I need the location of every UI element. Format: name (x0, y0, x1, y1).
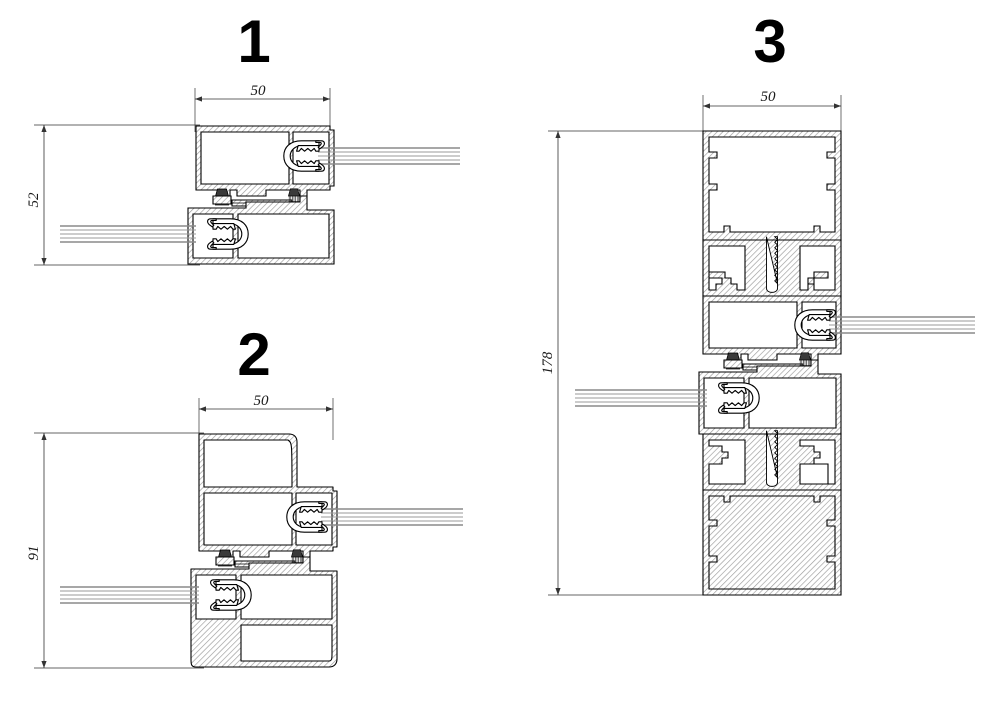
detail-2-height-dimension: 91 (26, 432, 204, 669)
detail-2-upper-glass (321, 508, 463, 526)
detail-2-width-value: 50 (254, 393, 270, 409)
detail-2-lower-glass (60, 586, 199, 604)
detail-3-bottom-chamber (702, 489, 842, 596)
detail-2-upper-frame (198, 433, 338, 560)
detail-3-height-dimension: 178 (540, 130, 708, 596)
detail-1-lower-glass (60, 225, 196, 243)
detail-2-lower-frame (190, 556, 338, 668)
detail-1-height-dimension: 52 (26, 124, 200, 266)
detail-3-height-value: 178 (540, 351, 556, 374)
detail-1-width-dimension: 50 (194, 83, 331, 132)
detail-3-width-dimension: 50 (702, 89, 842, 140)
detail-1-number: 1 (237, 8, 270, 75)
detail-3-lower-glass (575, 389, 707, 407)
detail-1-group: 1 50 52 (26, 8, 460, 266)
detail-3-upper-glass (829, 316, 975, 334)
detail-1-height-value: 52 (26, 192, 42, 208)
detail-2-number: 2 (237, 321, 270, 388)
detail-1-upper-glass (318, 147, 460, 165)
detail-2-width-dimension: 50 (198, 393, 334, 440)
detail-3-group: 3 50 178 (540, 8, 975, 596)
detail-3-width-value: 50 (761, 89, 777, 105)
detail-3-number: 3 (753, 8, 786, 75)
detail-2-height-value: 91 (26, 546, 42, 561)
detail-1-width-value: 50 (251, 83, 267, 99)
detail-2-group: 2 50 91 (26, 321, 463, 669)
